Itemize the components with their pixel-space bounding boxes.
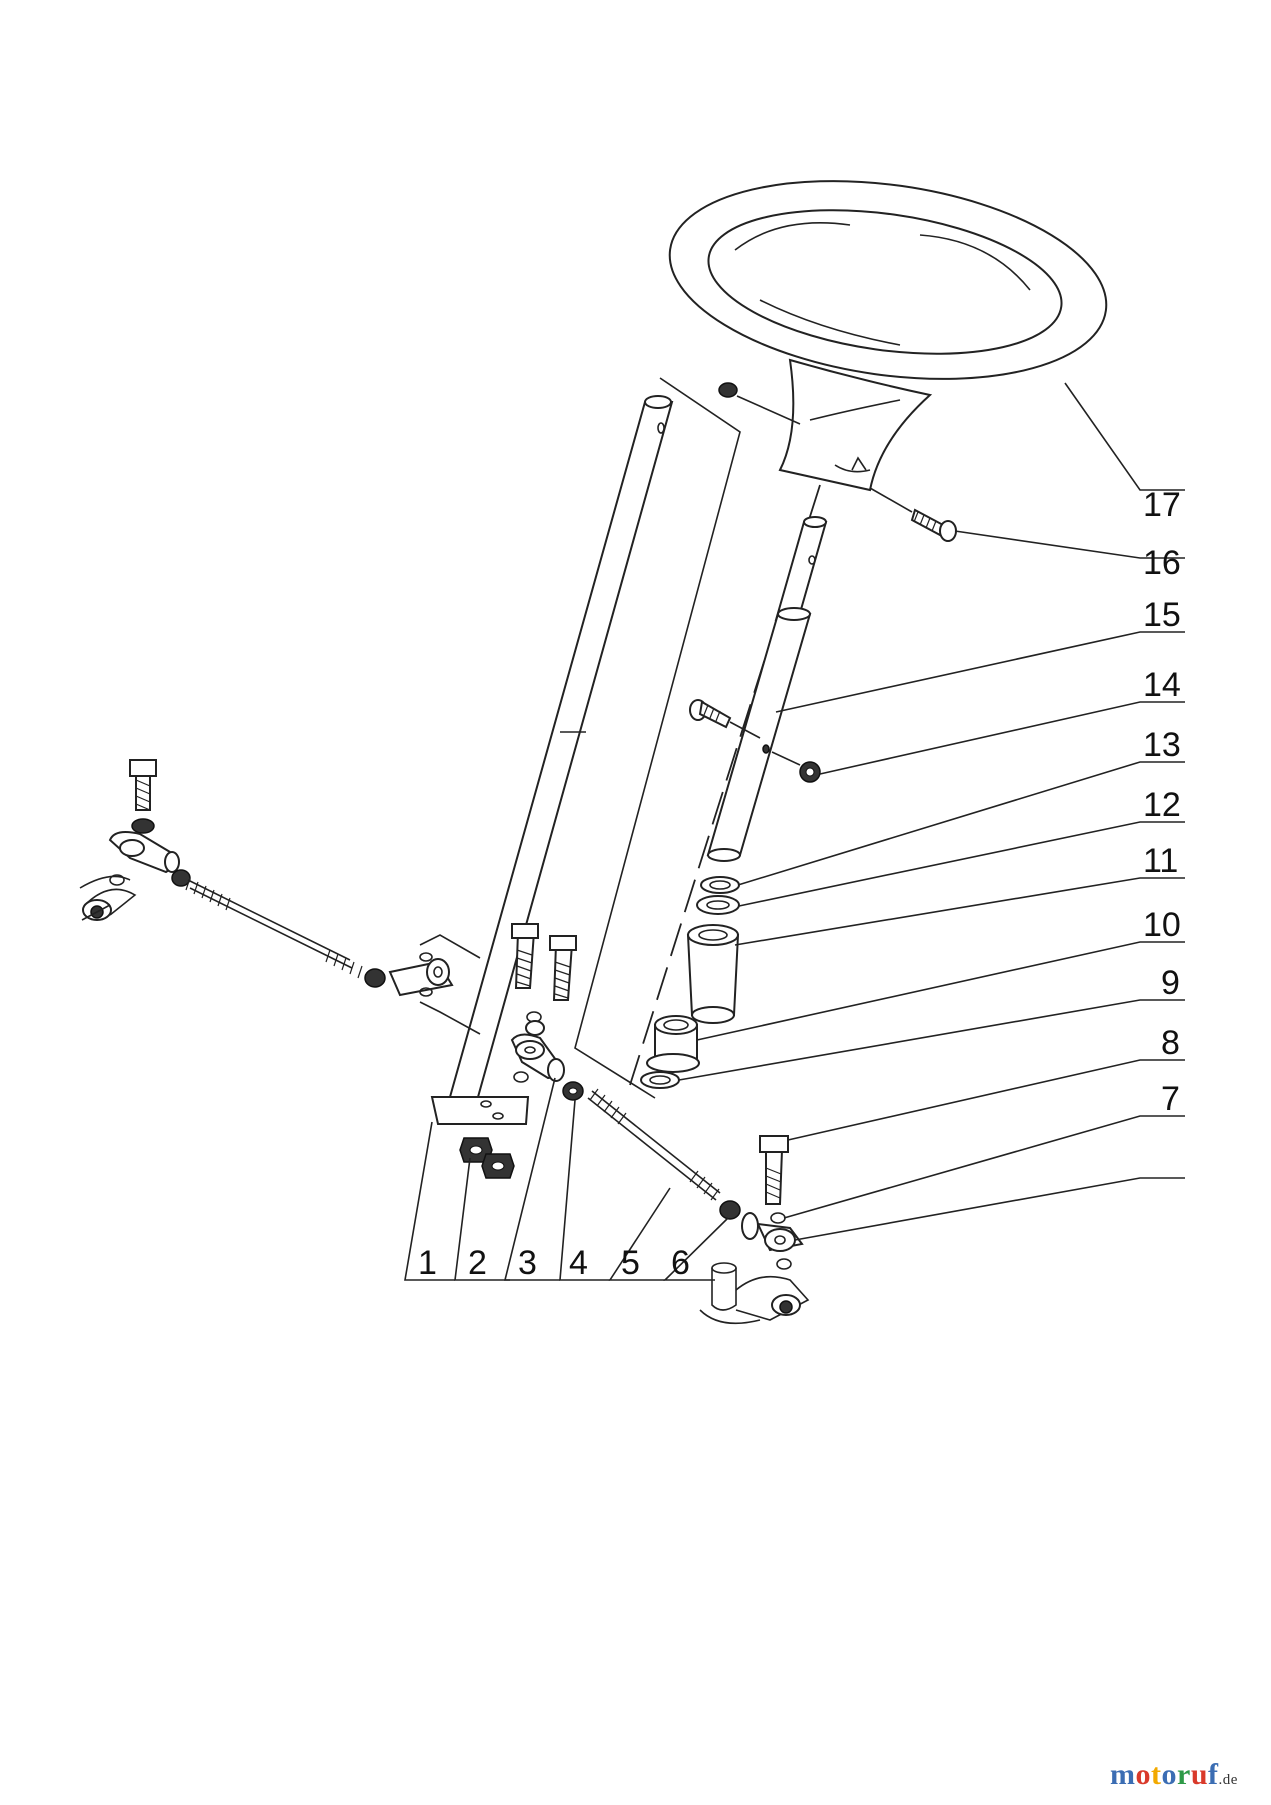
bushing-11 xyxy=(686,924,740,1024)
bushing-10 xyxy=(646,1015,700,1073)
watermark-letter: o xyxy=(1135,1758,1151,1791)
leader-lines xyxy=(678,382,1185,1241)
callout-3: 3 xyxy=(518,1244,537,1282)
steering-wheel xyxy=(668,180,1108,492)
nut-6 xyxy=(719,1200,741,1220)
watermark-letter: r xyxy=(1177,1758,1191,1791)
watermark-logo: motoruf.de xyxy=(1110,1758,1238,1792)
washer-9 xyxy=(640,1071,680,1089)
bolt-14 xyxy=(689,699,821,783)
callout-6: 6 xyxy=(671,1244,690,1282)
callout-16: 16 xyxy=(1143,544,1181,582)
left-tie-rod xyxy=(79,759,481,1035)
callout-10: 10 xyxy=(1143,906,1181,944)
washer-12 xyxy=(696,895,740,915)
bottom-leader-lines xyxy=(404,1077,729,1281)
bolts-pair xyxy=(459,923,577,1179)
bolt-16 xyxy=(869,487,957,542)
pitman-arm xyxy=(510,1020,565,1082)
right-rod-end xyxy=(699,1135,810,1325)
callout-9: 9 xyxy=(1161,964,1180,1002)
callout-1: 1 xyxy=(418,1244,437,1282)
callout-15: 15 xyxy=(1143,596,1181,634)
watermark-letter: t xyxy=(1151,1758,1162,1791)
washer-13 xyxy=(700,876,740,894)
watermark-letter: o xyxy=(1161,1758,1177,1791)
callout-12: 12 xyxy=(1143,786,1181,824)
callout-2: 2 xyxy=(468,1244,487,1282)
callout-7: 7 xyxy=(1161,1080,1180,1118)
callout-5: 5 xyxy=(621,1244,640,1282)
wheel-nut xyxy=(718,382,801,425)
callout-13: 13 xyxy=(1143,726,1181,764)
right-tie-rod xyxy=(587,1088,721,1201)
steering-shaft xyxy=(706,516,828,862)
callout-8: 8 xyxy=(1161,1024,1180,1062)
callout-14: 14 xyxy=(1143,666,1181,704)
watermark-domain: .de xyxy=(1218,1772,1238,1788)
watermark-letter: m xyxy=(1110,1758,1136,1791)
callout-17: 17 xyxy=(1143,486,1181,524)
callout-labels: 17 16 15 14 13 12 11 10 9 8 7 1 2 3 4 5 … xyxy=(418,486,1181,1282)
nut-4 xyxy=(562,1081,584,1101)
watermark-letter: f xyxy=(1208,1758,1219,1791)
steering-column-tube xyxy=(430,395,674,1125)
watermark-letter: u xyxy=(1190,1758,1209,1791)
callout-4: 4 xyxy=(569,1244,588,1282)
callout-11: 11 xyxy=(1143,842,1178,880)
